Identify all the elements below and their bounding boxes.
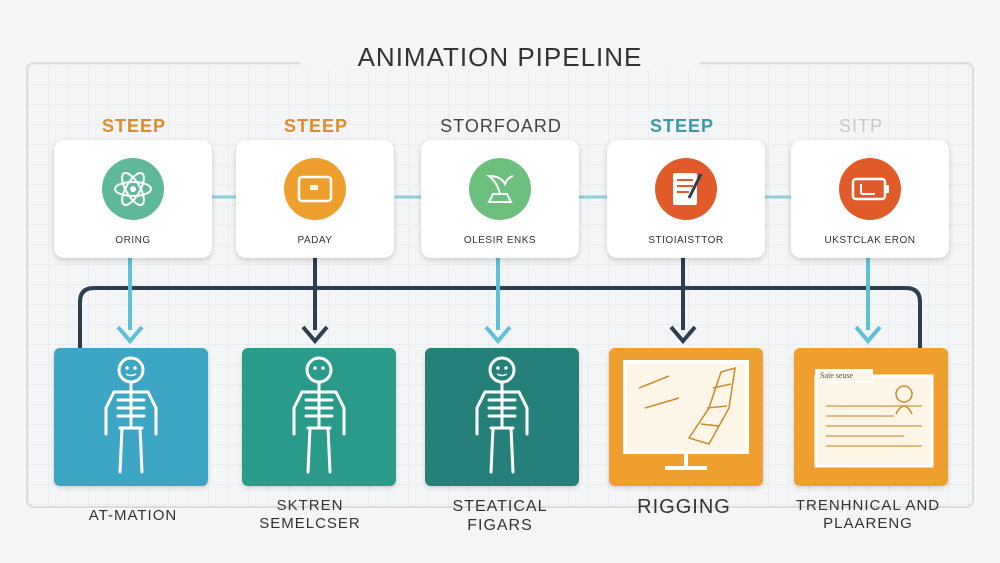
document-heading: Saie seuse <box>820 371 854 380</box>
skeleton-icon <box>104 356 158 474</box>
title-backdrop <box>300 55 700 71</box>
step-label-3: STORFOARD <box>440 116 562 136</box>
stage-label-5-text: TRENHNICAL AND PLAARENG <box>795 497 941 532</box>
down-arrow-3 <box>484 252 512 345</box>
stage-label-2: SKTREN SEMELCSER <box>210 497 410 533</box>
stage-label-1: AT-MATION <box>88 507 178 524</box>
step-card-text: OLESIR ENKS <box>463 235 537 246</box>
notepad-icon <box>655 158 717 220</box>
tablet-icon <box>284 158 346 220</box>
step-label-2: STEEP <box>283 116 349 136</box>
stage-label-3-text: STEATICAL FIGARS <box>452 498 548 535</box>
step-label-1: STEEP <box>101 116 167 136</box>
step-card-1: ORING <box>54 140 212 258</box>
skeleton-icon <box>475 356 529 474</box>
document-icon <box>814 369 934 468</box>
step-card-text: PADAY <box>297 235 333 246</box>
step-card-text: UKSTCLAK ERON <box>824 235 916 246</box>
stage-label-2-text: SKTREN SEMELCSER <box>259 497 361 532</box>
stage-label-4: RIGGING <box>637 496 731 518</box>
step-card-4: STIOIAISTTOR <box>607 140 765 258</box>
step-label-5: SITP <box>838 116 883 136</box>
stage-tile-3 <box>425 348 579 486</box>
step-card-text: ORING <box>115 235 151 246</box>
plant-icon <box>469 158 531 220</box>
atom-icon <box>102 158 164 220</box>
diagram-title: ANIMATION PIPELINE <box>357 42 643 72</box>
step-card-3: OLESIR ENKS <box>421 140 579 258</box>
down-arrow-1 <box>116 252 144 345</box>
down-arrow-5 <box>854 252 882 345</box>
down-arrow-4 <box>669 252 697 345</box>
monitor-icon <box>623 360 749 470</box>
stage-tile-4 <box>609 348 763 486</box>
step-card-2: PADAY <box>236 140 394 258</box>
stage-tile-5: Saie seuse <box>794 348 948 486</box>
down-arrow-2 <box>301 258 329 345</box>
stage-tile-1 <box>54 348 208 486</box>
skeleton-icon <box>292 356 346 474</box>
step-card-5: UKSTCLAK ERON <box>791 140 949 258</box>
step-label-4: STEEP <box>649 116 715 136</box>
stage-label-5: TRENHNICAL AND PLAARENG <box>768 497 968 533</box>
step-card-text: STIOIAISTTOR <box>648 235 724 246</box>
stage-tile-2 <box>242 348 396 486</box>
stage-label-3: STEATICAL FIGARS <box>400 497 600 535</box>
battery-icon <box>839 158 901 220</box>
